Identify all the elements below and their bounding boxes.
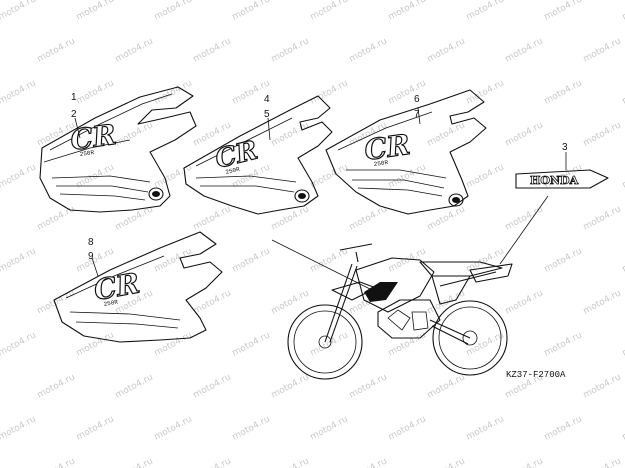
- callout-9: 9: [88, 251, 94, 262]
- figure-code: KZ37-F2700A: [506, 370, 566, 380]
- shroud-decal-8-9: CR 250R: [53, 231, 223, 343]
- callouts: 1 2 3 4 5 6 7 8 9: [71, 92, 568, 262]
- callout-4: 4: [264, 94, 270, 105]
- callout-6: 6: [414, 94, 420, 105]
- shroud-model-text: 250R: [103, 299, 119, 308]
- callout-1: 1: [71, 92, 77, 103]
- shroud-logo-text: CR: [362, 128, 412, 167]
- callout-8: 8: [88, 237, 94, 248]
- callout-5: 5: [264, 109, 270, 120]
- shroud-decal-4-5: CR 250R: [183, 95, 333, 215]
- callout-3: 3: [562, 142, 568, 153]
- shroud-decal-1-2: CR 250R: [39, 86, 197, 213]
- shroud-model-text: 250R: [79, 149, 95, 158]
- shroud-model-text: 250R: [225, 166, 241, 176]
- leader-lines: [74, 107, 567, 291]
- shroud-decal-6-7: CR 250R: [325, 89, 487, 215]
- callout-7: 7: [414, 109, 420, 120]
- emblem-text: HONDA: [530, 174, 579, 187]
- shroud-logo-text: CR: [68, 118, 118, 157]
- motorcycle-illustration: [287, 243, 513, 380]
- shroud-model-text: 250R: [373, 159, 389, 168]
- callout-2: 2: [71, 109, 77, 120]
- honda-emblem: HONDA: [515, 169, 609, 189]
